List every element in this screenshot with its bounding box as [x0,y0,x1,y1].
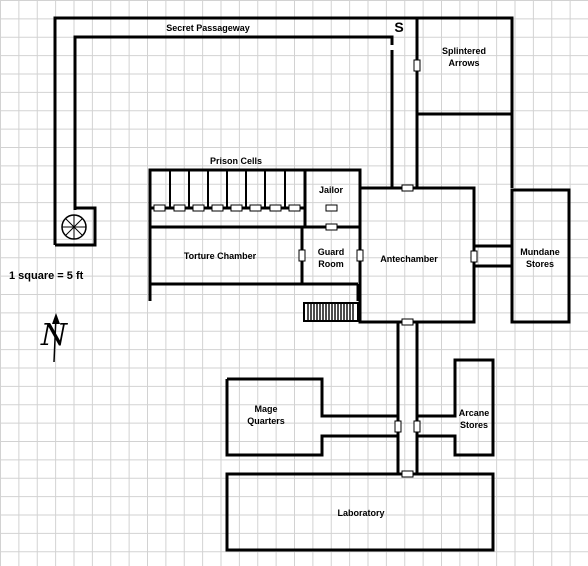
mundane-stores-label-2: Stores [526,259,554,269]
secret-door-marker[interactable]: S [394,19,403,35]
splintered-arrows-label-1: Splintered [442,46,486,56]
secret-passageway-label: Secret Passageway [166,23,250,33]
door-mage-quarters[interactable] [394,420,402,433]
splintered-arrows-label-2: Arrows [448,58,479,68]
jailor-label: Jailor [319,185,344,195]
door-cell-2[interactable] [173,204,186,212]
door-antechamber-north[interactable] [401,184,414,192]
mundane-stores-label-1: Mundane [520,247,560,257]
room-mage-quarters: Mage Quarters [225,377,398,457]
door-arcane-stores[interactable] [413,420,421,433]
door-cell-7[interactable] [269,204,282,212]
scale-label: 1 square = 5 ft [9,270,84,282]
prison-block: Prison Cells Jailor [148,156,362,301]
mage-quarters-label-1: Mage [254,404,277,414]
doors [153,59,478,478]
door-jailor[interactable] [325,204,338,212]
door-cell-3[interactable] [192,204,205,212]
guard-room-label-2: Room [318,259,344,269]
door-cell-4[interactable] [211,204,224,212]
corridor-south [396,322,419,474]
door-antechamber-south[interactable] [401,318,414,326]
room-mundane-stores: Mundane Stores [474,188,571,324]
guard-room-label-1: Guard [318,247,345,257]
north-arrow-icon: N [40,313,69,363]
door-guard-room-north[interactable] [325,223,338,231]
torture-chamber-label: Torture Chamber [184,251,257,261]
arcane-stores-label-1: Arcane [459,408,490,418]
room-laboratory: Laboratory [225,472,495,552]
room-arcane-stores: Arcane Stores [417,358,495,457]
prison-cells-label: Prison Cells [210,156,262,166]
door-cell-6[interactable] [249,204,262,212]
room-antechamber: Antechamber [358,186,476,324]
compass-north-letter: N [40,318,69,353]
door-splintered-arrows[interactable] [413,59,421,72]
door-guard-torture[interactable] [298,249,306,262]
door-mundane-stores[interactable] [470,250,478,263]
stairs-down[interactable] [303,302,359,322]
mage-quarters-label-2: Quarters [247,416,285,426]
door-cell-1[interactable] [153,204,166,212]
antechamber-label: Antechamber [380,254,438,264]
door-cell-5[interactable] [230,204,243,212]
torture-and-guard: Torture Chamber Guard Room [150,227,360,301]
door-laboratory[interactable] [401,470,414,478]
arcane-stores-label-2: Stores [460,420,488,430]
laboratory-label: Laboratory [337,508,384,518]
door-cell-8[interactable] [288,204,301,212]
room-splintered-arrows: Splintered Arrows [415,16,514,188]
spiral-stair[interactable] [55,206,97,247]
door-guard-antechamber[interactable] [356,249,364,262]
